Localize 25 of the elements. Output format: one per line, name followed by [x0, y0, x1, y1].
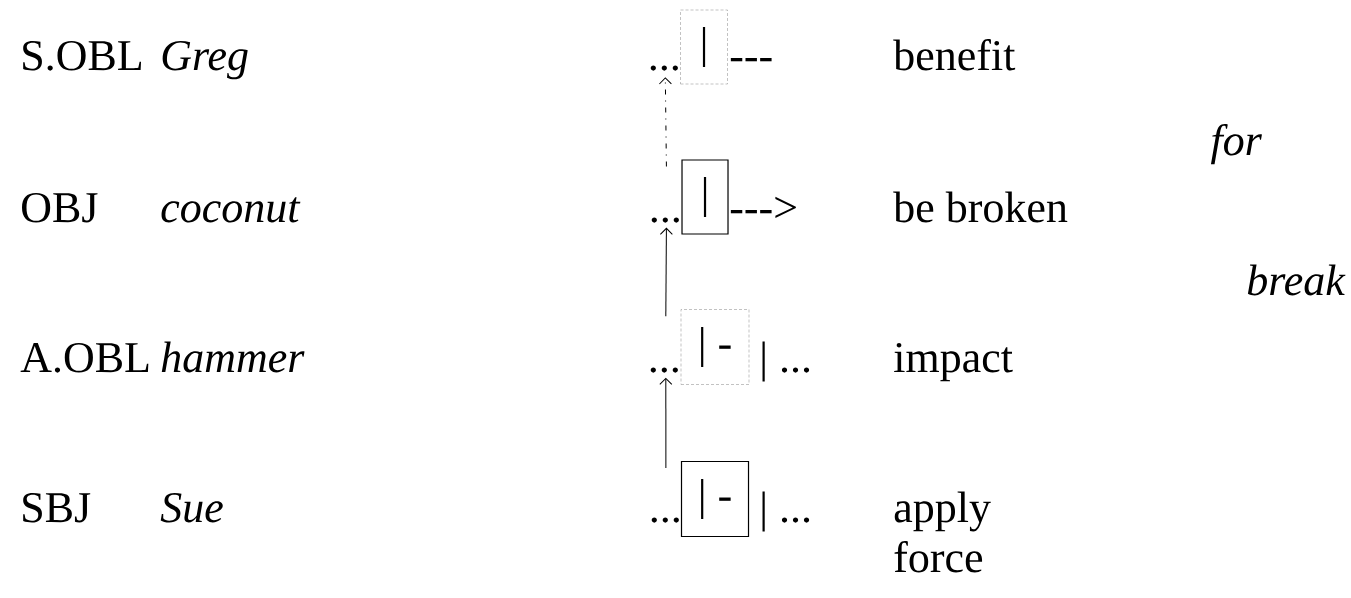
arrow: [659, 227, 673, 317]
ellipsis: ...: [650, 367, 678, 373]
ellipsis: ...: [651, 217, 679, 223]
bracket-box: | -: [680, 460, 750, 538]
event-label: be broken: [893, 191, 1068, 223]
verb-label: break: [1247, 264, 1346, 296]
role-label: OBJ: [22, 192, 98, 223]
bracket-box: |: [681, 159, 729, 235]
event-label: benefit: [893, 39, 1016, 71]
arrow: [659, 377, 673, 469]
participant-label: Greg: [162, 40, 248, 80]
participant-label: coconut: [161, 197, 301, 223]
arrow: [658, 77, 672, 167]
event-label: impact: [894, 342, 1013, 382]
role-label: S.OBL: [23, 40, 141, 71]
participant-label: hammer: [161, 341, 305, 373]
bracket-box: | -: [680, 309, 750, 385]
dash-line-text: ---: [730, 58, 772, 62]
bracket-box: |: [680, 9, 728, 85]
role-label: SBJ: [23, 492, 91, 523]
participant-label: Sue: [160, 492, 223, 523]
verb-label: for: [1210, 124, 1262, 165]
ellipsis: ...: [650, 65, 678, 71]
role-label: A.OBL: [20, 342, 149, 373]
event-label: apply force: [894, 491, 991, 573]
